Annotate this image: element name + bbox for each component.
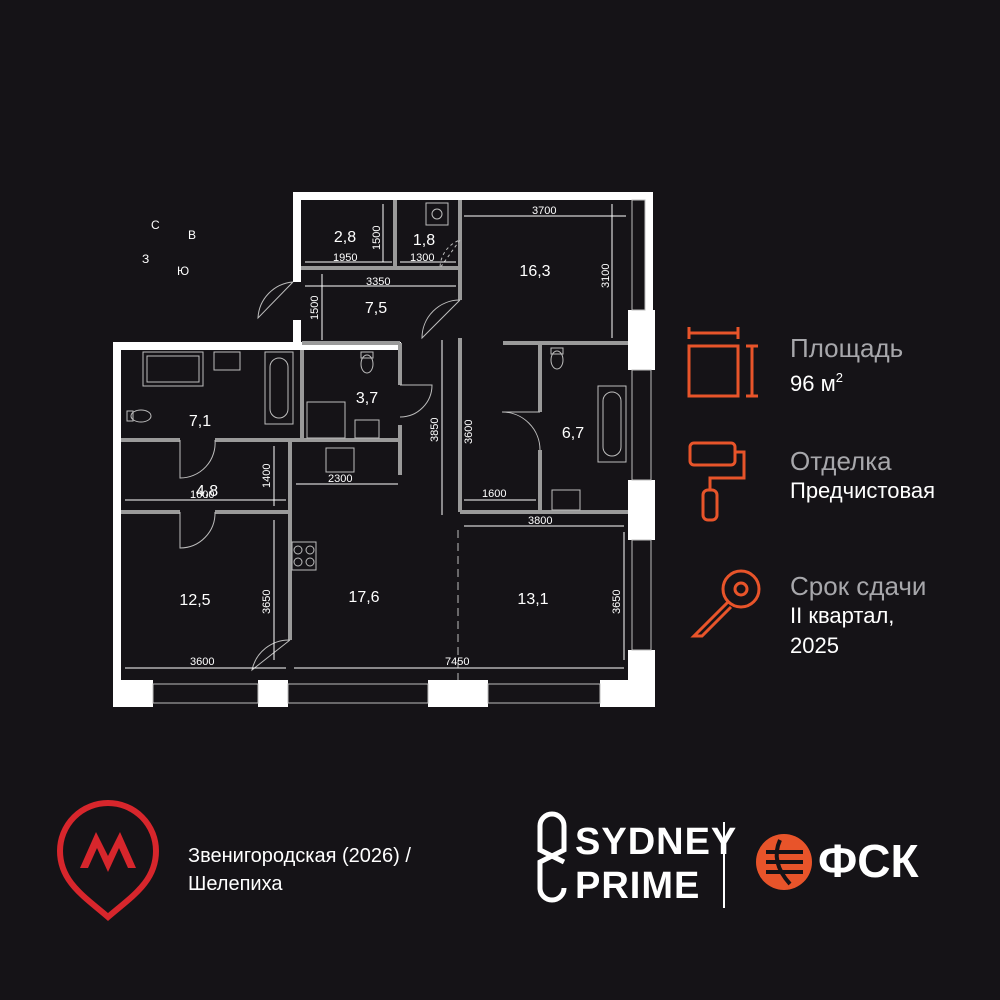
- dim-label: 7450: [445, 656, 469, 668]
- dim-label: 3850: [429, 418, 441, 442]
- room-area-bedroom-sw: 12,5: [179, 592, 210, 609]
- sydney-prime-logo: SYDNEY PRIME: [575, 820, 737, 908]
- room-area-storage: 2,8: [334, 229, 356, 246]
- dimension-labels: 1500 1950 1300 3700 3350 3100 1500 3850 …: [190, 205, 623, 668]
- sink-right: [551, 489, 581, 511]
- dim-label: 3700: [532, 205, 556, 217]
- dim-label: 1500: [371, 226, 383, 250]
- compass-north: С: [151, 218, 160, 232]
- fsk-mark-icon: [756, 834, 812, 890]
- finish-label: Отделка: [790, 446, 892, 476]
- finish-value: Предчистовая: [790, 478, 936, 503]
- dim-label: 3350: [366, 276, 390, 288]
- sink-center: [354, 419, 380, 439]
- interior-partitions: [121, 200, 628, 680]
- room-areas: 2,8 1,8 16,3 7,5 7,1 3,7 6,7 4,8 12,5 17…: [179, 229, 584, 609]
- compass-south: Ю: [177, 264, 189, 278]
- logo-line2: PRIME: [575, 865, 701, 907]
- stove: [291, 541, 317, 571]
- bathtub-vertical: [264, 351, 294, 425]
- compass-east: В: [188, 228, 196, 242]
- room-area-wc-center: 3,7: [356, 390, 378, 407]
- dim-label: 3800: [528, 515, 552, 527]
- room-area-kitchen-living: 17,6: [348, 589, 379, 606]
- sydney-prime-mark-icon: [537, 811, 567, 903]
- dim-label: 3100: [600, 264, 612, 288]
- room-area-bedroom-se: 13,1: [517, 591, 548, 608]
- dim-label: 1500: [309, 296, 321, 320]
- dim-label: 2300: [328, 473, 352, 485]
- fsk-logo: ФСК: [818, 835, 919, 887]
- logo-line1: SYDNEY: [575, 821, 738, 863]
- room-area-corridor: 4,8: [196, 483, 218, 500]
- key-icon: [690, 569, 761, 638]
- room-area-wc-small: 1,8: [413, 232, 435, 249]
- deadline-line2: 2025: [790, 633, 839, 658]
- bathtub-left: [142, 351, 204, 387]
- paint-roller-icon: [688, 441, 746, 522]
- room-area-hall: 7,5: [365, 300, 387, 317]
- dim-label: 1600: [190, 489, 214, 501]
- sink-left: [213, 351, 241, 371]
- compass-west: З: [142, 252, 149, 266]
- bathtub-right: [597, 385, 627, 463]
- fixtures: [126, 202, 627, 571]
- washer: [325, 447, 355, 473]
- doors: [179, 239, 541, 672]
- dim-label: 3600: [190, 656, 214, 668]
- toilet-right: [550, 350, 564, 370]
- dim-label: 3650: [261, 590, 273, 614]
- dim-label: 3600: [463, 420, 475, 444]
- area-icon: [687, 327, 758, 398]
- area-info: Площадь 96 м2: [790, 333, 903, 399]
- dim-label: 3650: [611, 590, 623, 614]
- toilet-left: [130, 409, 152, 423]
- deadline-label: Срок сдачи: [790, 571, 927, 601]
- riser: [425, 202, 449, 226]
- room-area-bedroom-ne: 16,3: [519, 263, 550, 280]
- metro-line1: Звенигородская (2026) /: [188, 845, 411, 867]
- metro-icon: [56, 800, 160, 921]
- finish-info: Отделка Предчистовая: [790, 446, 935, 506]
- dimension-lines: [125, 204, 626, 669]
- dim-label: 1600: [482, 488, 506, 500]
- metro-line2: Шелепиха: [188, 873, 283, 895]
- shower-center: [306, 401, 346, 439]
- room-area-bath-right: 6,7: [562, 425, 584, 442]
- dim-label: 1950: [333, 252, 357, 264]
- dim-label: 1400: [261, 464, 273, 488]
- room-area-bath-left: 7,1: [189, 413, 211, 430]
- compass: С В З Ю: [142, 218, 196, 278]
- area-value-line: 96 м2: [790, 363, 903, 399]
- area-label: Площадь: [790, 333, 904, 363]
- area-unit-sup: 2: [835, 370, 843, 385]
- toilet-center: [360, 354, 374, 374]
- exterior-walls: [113, 192, 655, 707]
- dim-label: 1300: [410, 252, 434, 264]
- deadline-info: Срок сдачи II квартал, 2025: [790, 571, 926, 661]
- area-value: 96 м: [790, 371, 836, 396]
- deadline-line1: II квартал,: [790, 603, 895, 628]
- metro-station: Звенигородская (2026) / Шелепиха: [188, 842, 411, 898]
